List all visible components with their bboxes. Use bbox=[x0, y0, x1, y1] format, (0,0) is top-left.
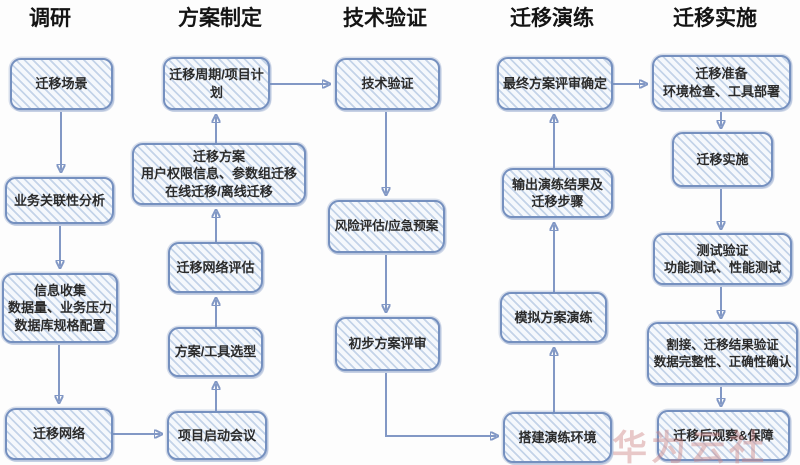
flow-box-post-observation: 迁移后观察&保障 bbox=[657, 410, 790, 461]
flow-box-build-drill-env: 搭建演练环境 bbox=[503, 412, 612, 463]
flow-box-risk-assessment: 风险评估/应急预案 bbox=[328, 200, 445, 253]
flow-box-migration-exec: 迁移实施 bbox=[672, 132, 773, 187]
flow-box-network-eval: 迁移网络评估 bbox=[168, 242, 263, 293]
flow-box-test-verification: 测试验证 功能测试、性能测试 bbox=[653, 233, 792, 285]
flow-box-migration-network: 迁移网络 bbox=[5, 408, 113, 460]
flow-box-tool-selection: 方案/工具选型 bbox=[168, 327, 263, 377]
flow-box-tech-verification: 技术验证 bbox=[335, 58, 440, 110]
column-header-research: 调研 bbox=[29, 7, 71, 30]
column-header-drill: 迁移演练 bbox=[510, 7, 594, 30]
flow-box-cutover-validation: 割接、迁移结果验证 数据完整性、正确性确认 bbox=[647, 322, 798, 385]
flow-box-migration-prep: 迁移准备 环境检查、工具部署 bbox=[652, 55, 791, 110]
arrow bbox=[385, 373, 496, 436]
flow-box-initial-review: 初步方案评审 bbox=[335, 317, 440, 371]
flow-box-final-review: 最终方案评审确定 bbox=[497, 57, 613, 110]
flow-box-kickoff-meeting: 项目启动会议 bbox=[167, 411, 267, 460]
flow-box-info-collection: 信息收集 数据量、业务压力 数据库规格配置 bbox=[2, 273, 118, 343]
flow-box-cycle-plan: 迁移周期/项目计 划 bbox=[163, 57, 270, 110]
column-header-verification: 技术验证 bbox=[343, 7, 427, 30]
flow-box-migration-scene: 迁移场景 bbox=[10, 58, 113, 110]
column-header-plan: 方案制定 bbox=[178, 7, 262, 30]
flow-box-business-analysis: 业务关联性分析 bbox=[5, 177, 114, 224]
flow-box-migration-scheme: 迁移方案 用户权限信息、参数组迁移 在线迁移/离线迁移 bbox=[132, 143, 306, 205]
flow-box-drill-results: 输出演练结果及 迁移步骤 bbox=[502, 168, 613, 218]
column-header-implement: 迁移实施 bbox=[673, 7, 757, 30]
flow-box-simulate-drill: 模拟方案演练 bbox=[500, 292, 607, 343]
